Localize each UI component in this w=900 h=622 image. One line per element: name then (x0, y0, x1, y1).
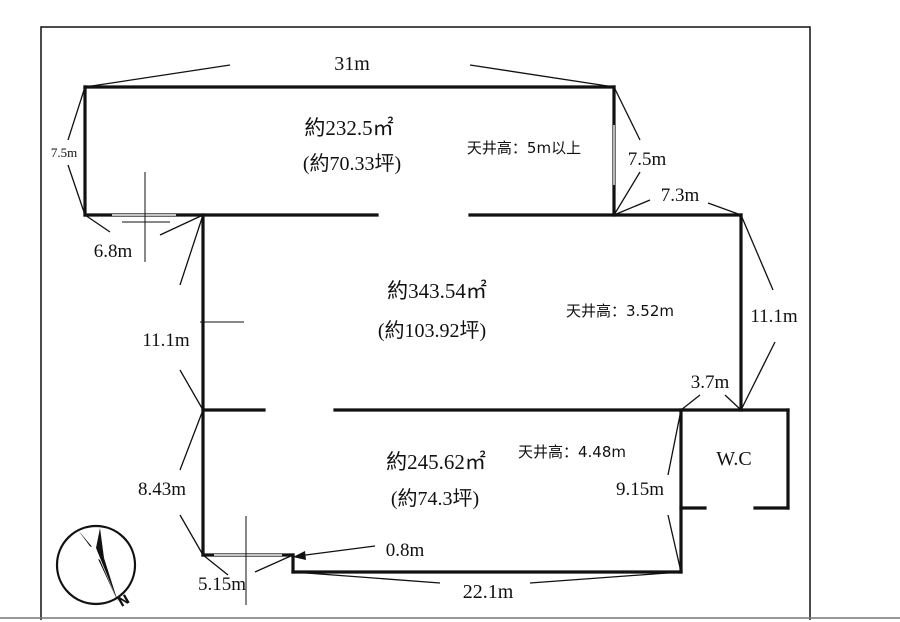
room-1-ceiling: 天井高：5m以上 (467, 139, 581, 157)
walls (83, 85, 790, 574)
room-3-area: 約245.62㎡ (386, 450, 486, 474)
wc-label: W.C (716, 448, 751, 470)
dim-gap: 0.8m (386, 540, 425, 561)
dim-upper-left: 7.5m (51, 145, 77, 160)
dim-bottom-left: 5.15m (198, 574, 246, 595)
dim-right-middle: 11.1m (750, 306, 798, 327)
dim-upper-right: 7.5m (628, 149, 667, 170)
compass: N (55, 524, 137, 611)
compass-ring (55, 524, 137, 606)
direction-marks (122, 172, 247, 605)
room-2-area: 約343.54㎡ (387, 279, 487, 303)
dimension-lines (67, 64, 776, 584)
room-2-tsubo: (約103.92坪) (378, 319, 486, 342)
dim-step-top: 7.3m (661, 185, 700, 206)
room-3-ceiling: 天井高：4.48m (518, 443, 626, 461)
dim-top: 31m (334, 53, 370, 75)
compass-north-label: N (116, 592, 133, 610)
dim-bottom: 22.1m (463, 581, 514, 603)
plan-frame (40, 26, 811, 620)
room-3-tsubo: (約74.3坪) (391, 487, 479, 510)
dim-right-lower: 9.15m (616, 479, 664, 500)
dim-left-middle: 11.1m (142, 330, 190, 351)
dim-left-step: 6.8m (94, 241, 133, 262)
north-arrow-icon (78, 528, 118, 602)
dim-step-right: 3.7m (691, 372, 730, 393)
room-1-area: 約232.5㎡ (304, 116, 393, 140)
room-2-ceiling: 天井高：3.52m (566, 302, 674, 320)
dim-left-lower: 8.43m (138, 479, 186, 500)
room-1-tsubo: (約70.33坪) (303, 152, 401, 175)
